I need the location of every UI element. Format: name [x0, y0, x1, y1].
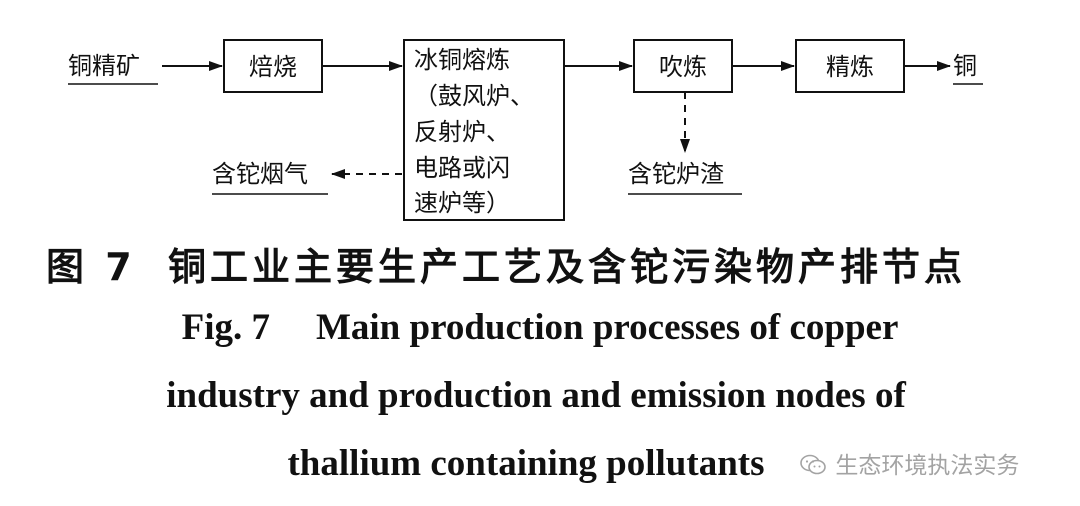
roasting-label: 焙烧 [249, 53, 297, 81]
caption-zh-text: 铜工业主要生产工艺及含铊污染物产排节点 [168, 245, 967, 289]
flow-diagram: 铜精矿 焙烧 冰铜熔炼 （鼓风炉、 反射炉、 电路或闪 速炉等） 含铊烟气 吹炼… [68, 39, 983, 221]
caption-en-line-3: thallium containing pollutants [287, 443, 765, 484]
caption-en-line-1: Fig. 7 Main production processes of coppe… [0, 306, 1080, 349]
matte-smelting-line-3: 反射炉、 [414, 118, 510, 146]
watermark-text: 生态环境执法实务 [835, 453, 1020, 479]
input-label: 铜精矿 [68, 52, 140, 80]
refining-box [795, 39, 905, 93]
matte-smelting-line-1: 冰铜熔炼 [414, 46, 510, 74]
matte-smelting-line-4: 电路或闪 [414, 154, 510, 182]
wechat-icon [800, 454, 828, 482]
refining-label: 精炼 [826, 53, 874, 81]
matte-smelting-line-2: （鼓风炉、 [414, 82, 534, 110]
watermark: 生态环境执法实务 [800, 446, 1019, 482]
matte-smelting-line-5: 速炉等） [414, 189, 510, 217]
matte-smelting-box [403, 39, 565, 221]
caption-en-text-1: Main production processes of copper [315, 307, 899, 348]
caption-en-fig-number: Fig. 7 [181, 307, 270, 348]
caption-en-line-2: industry and production and emission nod… [166, 375, 906, 416]
flue-gas-label: 含铊烟气 [212, 160, 308, 188]
converting-label: 吹炼 [659, 53, 707, 81]
caption-zh-fig-number: 图 7 [46, 245, 136, 289]
slag-label: 含铊炉渣 [628, 160, 724, 188]
output-label: 铜 [953, 52, 977, 80]
